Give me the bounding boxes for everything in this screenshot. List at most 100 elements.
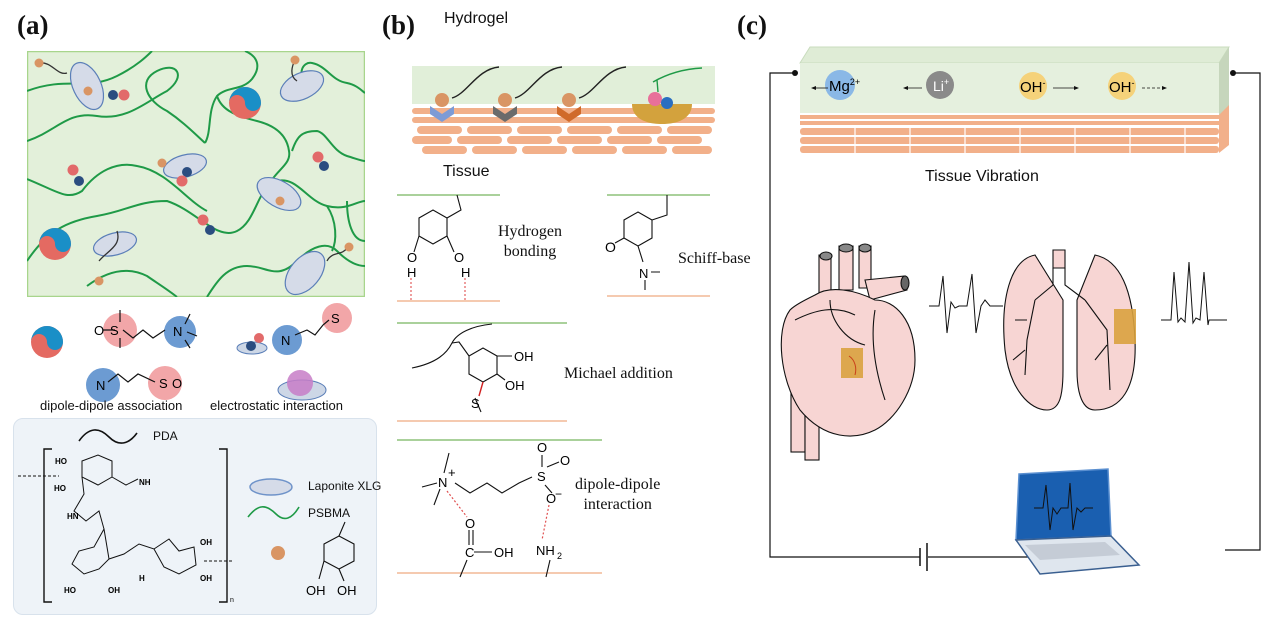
svg-text:O: O bbox=[465, 516, 475, 531]
pda-tails bbox=[451, 66, 627, 99]
hydrogel-network bbox=[27, 51, 365, 297]
psbma-chain bbox=[27, 66, 206, 144]
battery-icon bbox=[919, 543, 928, 571]
ammonium-group bbox=[86, 368, 120, 402]
svg-text:O: O bbox=[94, 323, 104, 338]
svg-text:OH: OH bbox=[200, 538, 212, 547]
svg-text:+: + bbox=[448, 465, 456, 480]
svg-text:Mg2+: Mg2+ bbox=[829, 77, 860, 95]
gel-front-face bbox=[800, 63, 1219, 113]
sulfonate-group bbox=[322, 303, 352, 333]
svg-text:N: N bbox=[96, 378, 105, 393]
tissue-label: Tissue bbox=[443, 163, 490, 180]
ammonium-group bbox=[164, 316, 196, 348]
catechol-dot bbox=[157, 158, 167, 168]
panel-a: S O N N S O N S dipole-dipole associatio… bbox=[0, 0, 381, 622]
hydrogel-label: Hydrogel bbox=[444, 10, 509, 27]
svg-text:O: O bbox=[537, 440, 547, 455]
laponite-discs bbox=[69, 61, 326, 296]
michael-addition-scheme: OH OH S bbox=[397, 322, 567, 422]
receptor-gray bbox=[493, 106, 517, 122]
dipole-spheres bbox=[39, 87, 261, 260]
svg-text:O: O bbox=[172, 376, 182, 391]
catechol-dot bbox=[290, 55, 300, 65]
psbma-chain bbox=[27, 179, 365, 262]
michael-addition-label: Michael addition bbox=[564, 365, 673, 382]
zwitterion-pair bbox=[312, 151, 329, 171]
psbma-chains bbox=[27, 51, 365, 297]
catechol-dot bbox=[94, 276, 104, 286]
psbma-chain bbox=[27, 163, 208, 212]
svg-text:C: C bbox=[465, 545, 474, 560]
cation-sphere bbox=[661, 97, 673, 109]
svg-text:S: S bbox=[331, 311, 340, 326]
panel-c: Mg2+ Li+ OH- OH- bbox=[735, 0, 1270, 622]
svg-text:2: 2 bbox=[557, 551, 562, 561]
dipole-sphere-legend bbox=[31, 326, 63, 358]
sulfonate-group bbox=[148, 366, 182, 400]
svg-text:S: S bbox=[471, 396, 480, 411]
schiff-base-label: Schiff-base bbox=[678, 250, 751, 267]
tissue-layers bbox=[800, 105, 1229, 153]
dipole-interaction-scheme: N + O O S O − O C OH NH 2 bbox=[397, 439, 602, 578]
gel-top-face bbox=[799, 46, 1230, 64]
svg-text:H: H bbox=[461, 265, 470, 280]
svg-text:n: n bbox=[230, 597, 234, 604]
svg-text:OH: OH bbox=[200, 574, 212, 583]
pda-structure: HO HO NH HN OH OH HO OH H n OH OH bbox=[18, 429, 357, 604]
ion-li bbox=[903, 71, 954, 99]
dipole-bonds bbox=[446, 490, 550, 541]
electrode-right bbox=[1230, 70, 1236, 76]
anion-sphere bbox=[648, 92, 662, 106]
hydrogen-bonding-label: Hydrogen bonding bbox=[498, 223, 562, 260]
catechol-dot bbox=[34, 58, 44, 68]
psbma-chain bbox=[216, 95, 291, 192]
catechol-bonds bbox=[413, 194, 462, 253]
catechol-dots bbox=[34, 55, 354, 286]
psbma-chain bbox=[326, 200, 365, 252]
svg-text:OH: OH bbox=[337, 583, 357, 598]
lung-signal-waveform bbox=[1161, 261, 1227, 326]
laponite-disc bbox=[279, 70, 325, 102]
panel-label-c: (c) bbox=[737, 10, 767, 40]
svg-text:OH-: OH- bbox=[1109, 78, 1135, 96]
dipole-association-label: dipole-dipole association bbox=[40, 398, 183, 413]
zwitterion-pair bbox=[67, 164, 84, 186]
psbma-chain bbox=[652, 67, 703, 93]
hydrogen-bonds bbox=[410, 278, 466, 300]
svg-text:O: O bbox=[546, 491, 556, 506]
svg-text:O: O bbox=[560, 453, 570, 468]
psbma-chain bbox=[206, 260, 298, 297]
catechol-structure bbox=[318, 521, 355, 582]
lungs-illustration bbox=[1003, 249, 1136, 411]
svg-text:NH: NH bbox=[139, 478, 151, 487]
brackets bbox=[43, 448, 228, 603]
sulfonate-group bbox=[103, 313, 137, 347]
svg-text:OH: OH bbox=[108, 586, 120, 595]
svg-text:HO: HO bbox=[55, 457, 67, 466]
svg-text:H: H bbox=[407, 265, 416, 280]
svg-text:N: N bbox=[173, 324, 182, 339]
svg-text:O: O bbox=[605, 239, 616, 255]
svg-text:N: N bbox=[438, 475, 447, 490]
interaction-schemes: S O N N S O N S bbox=[31, 303, 352, 402]
svg-text:HO: HO bbox=[64, 586, 76, 595]
psbma-chain bbox=[291, 129, 365, 162]
svg-text:OH-: OH- bbox=[1020, 78, 1046, 96]
svg-text:−: − bbox=[555, 487, 562, 501]
psbma-legend-symbol bbox=[247, 506, 300, 520]
legend-label-psbma: PSBMA bbox=[308, 506, 351, 520]
sbma-bonds bbox=[421, 452, 560, 578]
svg-text:OH: OH bbox=[306, 583, 326, 598]
legend-label-pda: PDA bbox=[153, 429, 178, 443]
psbma-chain bbox=[27, 51, 153, 92]
receptor-blue bbox=[430, 106, 454, 122]
svg-text:HO: HO bbox=[54, 484, 66, 493]
ion-mg bbox=[811, 70, 855, 100]
ion-oh-2 bbox=[1108, 72, 1167, 100]
sensor-circuit: Mg2+ Li+ OH- OH- bbox=[769, 46, 1261, 575]
tissue-vibration-caption: Tissue Vibration bbox=[925, 168, 1039, 185]
schiff-base-bonds bbox=[614, 195, 668, 290]
zwitterion-pair bbox=[176, 167, 192, 187]
laponite-disc bbox=[256, 176, 302, 212]
